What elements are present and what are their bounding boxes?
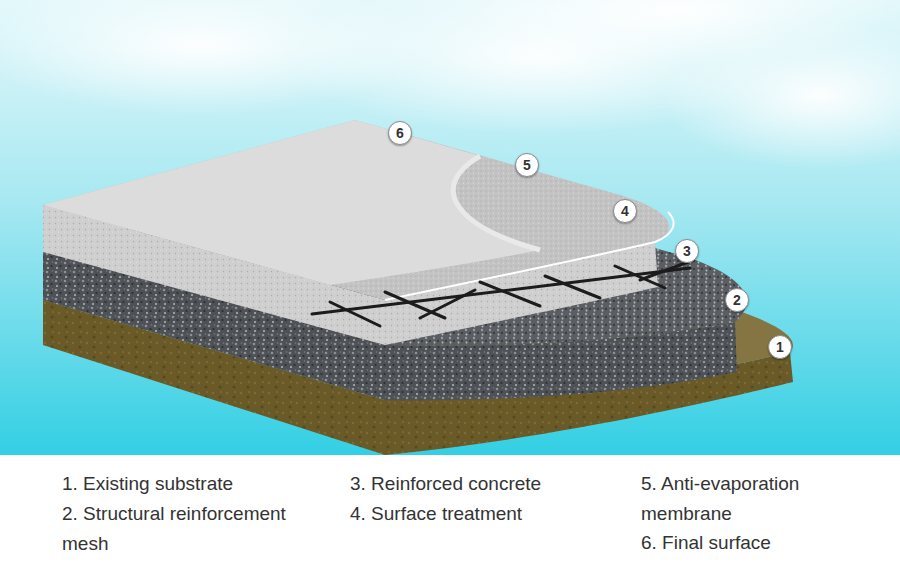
callout-number: 5 [523, 158, 531, 172]
layer-label: 6. Final surface [641, 528, 866, 558]
membrane-band [453, 156, 540, 250]
callout-circle: 3 [675, 239, 699, 263]
layer-label: 2. Structural reinforcement mesh [62, 499, 292, 558]
layer-label: 5. Anti-evaporation membrane [641, 469, 866, 528]
cloud [460, 0, 900, 65]
layer-label: 3. Reinforced concrete [350, 469, 610, 499]
final-surface [43, 120, 540, 285]
callout-number: 6 [396, 126, 404, 140]
callout-circle: 1 [768, 335, 792, 359]
callout-number: 2 [733, 293, 741, 307]
callout-circle: 6 [388, 121, 412, 145]
reinforcement-mesh [312, 262, 690, 326]
layer-label: 4. Surface treatment [350, 499, 610, 529]
callout-circle: 5 [515, 153, 539, 177]
callout-circle: 4 [613, 199, 637, 223]
layer-label: 1. Existing substrate [62, 469, 292, 499]
callout-number: 1 [776, 340, 784, 354]
callout-number: 4 [621, 204, 629, 218]
concrete-top [43, 120, 669, 300]
text-background [0, 455, 900, 578]
callout-number: 3 [683, 244, 691, 258]
callout-circle: 2 [725, 288, 749, 312]
